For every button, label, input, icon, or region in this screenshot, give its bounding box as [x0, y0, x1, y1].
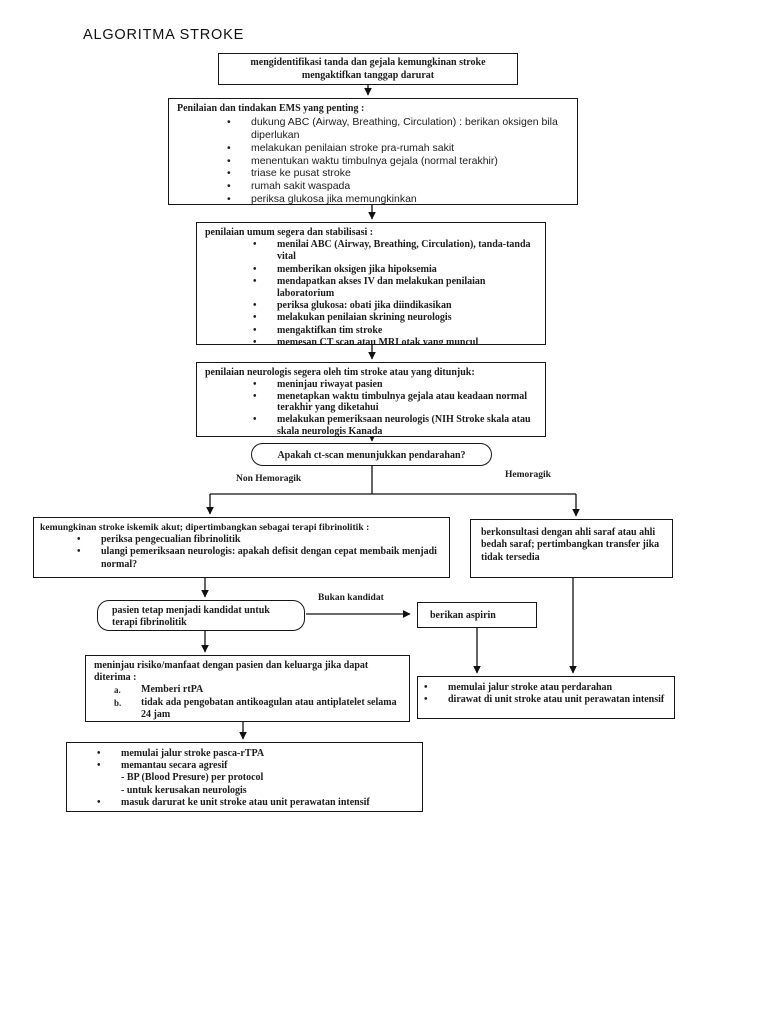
list-item: memantau secara agresif — [97, 760, 420, 772]
list-item: menilai ABC (Airway, Breathing, Circulat… — [253, 239, 535, 263]
page-title: ALGORITMA STROKE — [83, 27, 245, 43]
general-assessment-box: penilaian umum segera dan stabilisasi : … — [196, 222, 546, 345]
identify-line2: mengaktifkan tanggap darurat — [301, 70, 435, 81]
ems-heading: Penilaian dan tindakan EMS yang penting … — [177, 103, 365, 114]
list-item: memulai jalur stroke pasca-rTPA — [97, 748, 420, 760]
fibrinolytic-candidate-box: pasien tetap menjadi kandidat untuk tera… — [97, 600, 305, 631]
list-item: meninjau riwayat pasien — [253, 379, 535, 391]
list-item-text: Memberi rtPA — [141, 684, 204, 696]
list-item: masuk darurat ke unit stroke atau unit p… — [97, 797, 420, 809]
list-item: triase ke pusat stroke — [227, 167, 569, 180]
branch-label-hemorrhagic: Hemoragik — [505, 470, 551, 480]
list-item: b. tidak ada pengobatan antikoagulan atau… — [114, 697, 399, 721]
list-item: melakukan penilaian stroke pra-rumah sak… — [227, 142, 569, 155]
candidate-text: pasien tetap menjadi kandidat untuk tera… — [112, 605, 270, 628]
hemorrhage-list: memulai jalur stroke atau perdarahan dir… — [424, 682, 666, 707]
hemorrhage-pathway-box: memulai jalur stroke atau perdarahan dir… — [417, 676, 675, 719]
give-aspirin-box: berikan aspirin — [417, 602, 537, 628]
risk-heading: meninjau risiko/manfaat dengan pasien da… — [94, 660, 369, 684]
list-item: dirawat di unit stroke atau unit perawat… — [424, 694, 666, 706]
list-item: memberikan oksigen jika hipoksemia — [253, 264, 535, 276]
risk-benefit-box: meninjau risiko/manfaat dengan pasien da… — [85, 655, 410, 722]
general-list: menilai ABC (Airway, Breathing, Circulat… — [253, 239, 535, 344]
list-item: periksa glukosa jika memungkinkan — [227, 193, 569, 206]
list-marker: b. — [114, 697, 122, 708]
list-item: periksa pengecualian fibrinolitik — [77, 534, 441, 546]
neuro-heading: penilaian neurologis segera oleh tim str… — [205, 367, 475, 378]
ems-list: dukung ABC (Airway, Breathing, Circulati… — [227, 116, 569, 206]
ischemic-list: periksa pengecualian fibrinolitik ulangi… — [77, 534, 441, 571]
list-item: memulai jalur stroke atau perdarahan — [424, 682, 666, 694]
branch-label-non-hemorrhagic: Non Hemoragik — [236, 474, 302, 484]
ct-scan-decision-box: Apakah ct-scan menunjukkan pendarahan? — [251, 443, 492, 466]
list-item: menetapkan waktu timbulnya gejala atau k… — [253, 391, 535, 415]
neuro-assessment-box: penilaian neurologis segera oleh tim str… — [196, 362, 546, 437]
list-marker: a. — [114, 685, 121, 696]
list-item: melakukan penilaian skrining neurologis — [253, 312, 535, 324]
list-item: memesan CT scan atau MRI otak yang muncu… — [253, 337, 535, 344]
identify-line1: mengidentifikasi tanda dan gejala kemung… — [250, 57, 486, 68]
neuro-list: meninjau riwayat pasien menetapkan waktu… — [253, 379, 535, 438]
post-rtpa-list: memulai jalur stroke pasca-rTPA memantau… — [97, 748, 420, 809]
list-item: periksa glukosa: obati jika diindikasika… — [253, 300, 535, 312]
list-item: rumah sakit waspada — [227, 180, 569, 193]
list-item: mendapatkan akses IV dan melakukan penil… — [253, 276, 535, 300]
ischemic-stroke-box: kemungkinan stroke iskemik akut; diperti… — [33, 517, 450, 578]
general-heading: penilaian umum segera dan stabilisasi : — [205, 227, 374, 238]
consult-text: berkonsultasi dengan ahli saraf atau ahl… — [481, 527, 660, 563]
post-rtpa-pathway-box: memulai jalur stroke pasca-rTPA memantau… — [66, 742, 423, 812]
not-candidate-label: Bukan kandidat — [318, 593, 384, 603]
list-subitem: - untuk kerusakan neurologis — [121, 784, 247, 796]
list-item-text: tidak ada pengobatan antikoagulan atau a… — [141, 696, 397, 720]
ischemic-heading: kemungkinan stroke iskemik akut; diperti… — [40, 522, 370, 533]
list-item: dukung ABC (Airway, Breathing, Circulati… — [227, 116, 569, 142]
list-item: mengaktifkan tim stroke — [253, 325, 535, 337]
list-item: melakukan pemeriksaan neurologis (NIH St… — [253, 414, 535, 438]
risk-list: a. Memberi rtPA b. tidak ada pengobatan an… — [114, 684, 399, 721]
list-item: menentukan waktu timbulnya gejala (norma… — [227, 155, 569, 168]
list-subitem: - BP (Blood Presure) per protocol — [121, 772, 264, 784]
list-item: a. Memberi rtPA — [114, 684, 399, 696]
neurosurgeon-consult-box: berkonsultasi dengan ahli saraf atau ahl… — [470, 519, 673, 578]
ems-assessment-box: Penilaian dan tindakan EMS yang penting … — [168, 98, 578, 206]
list-item: ulangi pemeriksaan neurologis: apakah de… — [77, 546, 441, 570]
ct-scan-question: Apakah ct-scan menunjukkan pendarahan? — [277, 450, 466, 461]
identify-signs-box: mengidentifikasi tanda dan gejala kemung… — [218, 53, 518, 85]
aspirin-text: berikan aspirin — [430, 609, 496, 621]
